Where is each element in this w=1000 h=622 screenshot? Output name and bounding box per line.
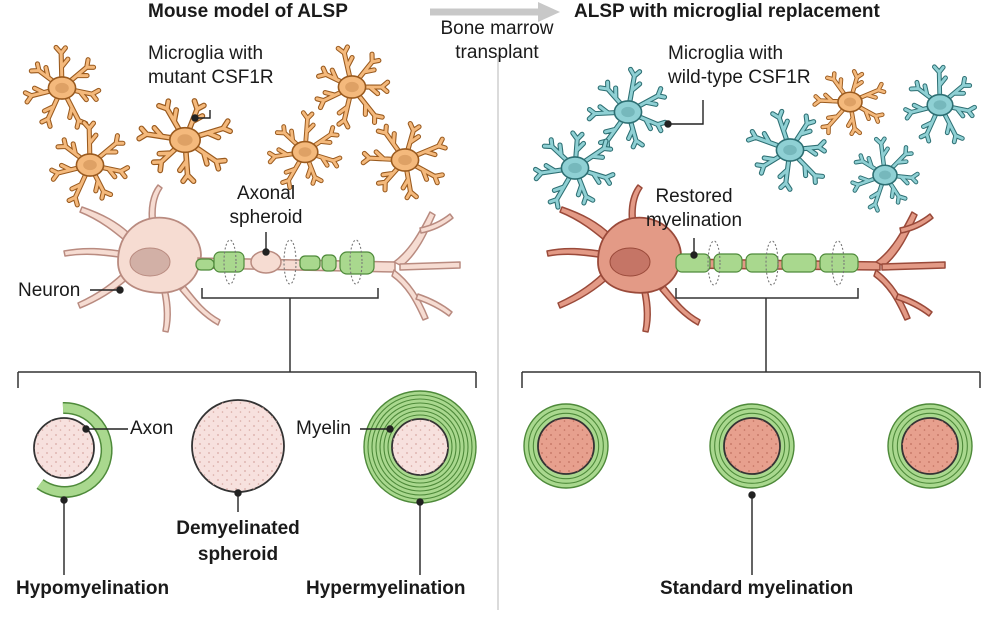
bracket-left (17, 288, 477, 388)
axon-label: Axon (130, 418, 174, 439)
spheroid-label-line1: Axonal (236, 183, 296, 204)
microglia-icon (812, 69, 887, 137)
microglia-icon (22, 44, 102, 130)
hypermyelination-label: Hypermyelination (306, 578, 466, 599)
standard-myelination-cross-sections (523, 403, 973, 489)
transplant-arrow (430, 2, 560, 22)
microglia-icon (850, 136, 920, 213)
demyelinated-label-line2: spheroid (197, 544, 279, 565)
transplant-label-line2: transplant (455, 42, 539, 63)
microglia-icon (586, 66, 668, 152)
wildtype-microglia-label-line1: Microglia with (668, 43, 784, 64)
microglia-icon (360, 121, 448, 201)
microglia-icon (745, 108, 827, 192)
right-panel-title: ALSP with microglial replacement (574, 1, 880, 22)
standard-myelination-label: Standard myelination (660, 578, 854, 599)
microglia-icon (314, 44, 391, 130)
left-panel-title: Mouse model of ALSP (148, 1, 348, 22)
hypomyelination-label: Hypomyelination (16, 578, 170, 599)
transplant-label-line1: Bone marrow (440, 18, 554, 39)
demyelinated-label-line1: Demyelinated (176, 518, 300, 539)
neuron-label: Neuron (18, 280, 81, 301)
demyelinated-spheroid-cross-section (191, 399, 285, 493)
microglia-icon (49, 120, 131, 208)
neuron-left (63, 184, 461, 333)
mutant-microglia-group (22, 44, 887, 208)
wildtype-microglia-group (533, 64, 977, 213)
restored-label-line1: Restored (655, 186, 733, 207)
wildtype-microglia-label-line2: wild-type CSF1R (668, 67, 811, 88)
microglia-icon (533, 130, 616, 210)
mutant-microglia-label-line1: Microglia with (148, 43, 264, 64)
hypomyelination-cross-section (33, 401, 113, 498)
microglia-icon (136, 98, 233, 185)
microglia-icon (267, 110, 343, 190)
spheroid-label-line2: spheroid (229, 207, 303, 228)
microglia-icon (903, 64, 977, 145)
restored-label-line2: myelination (645, 210, 743, 231)
leader-lines (60, 100, 756, 575)
hypermyelination-cross-section (363, 390, 477, 504)
myelin-label: Myelin (296, 418, 351, 439)
neuron-right (546, 184, 946, 333)
mutant-microglia-label-line2: mutant CSF1R (148, 67, 274, 88)
bracket-right (521, 288, 981, 388)
